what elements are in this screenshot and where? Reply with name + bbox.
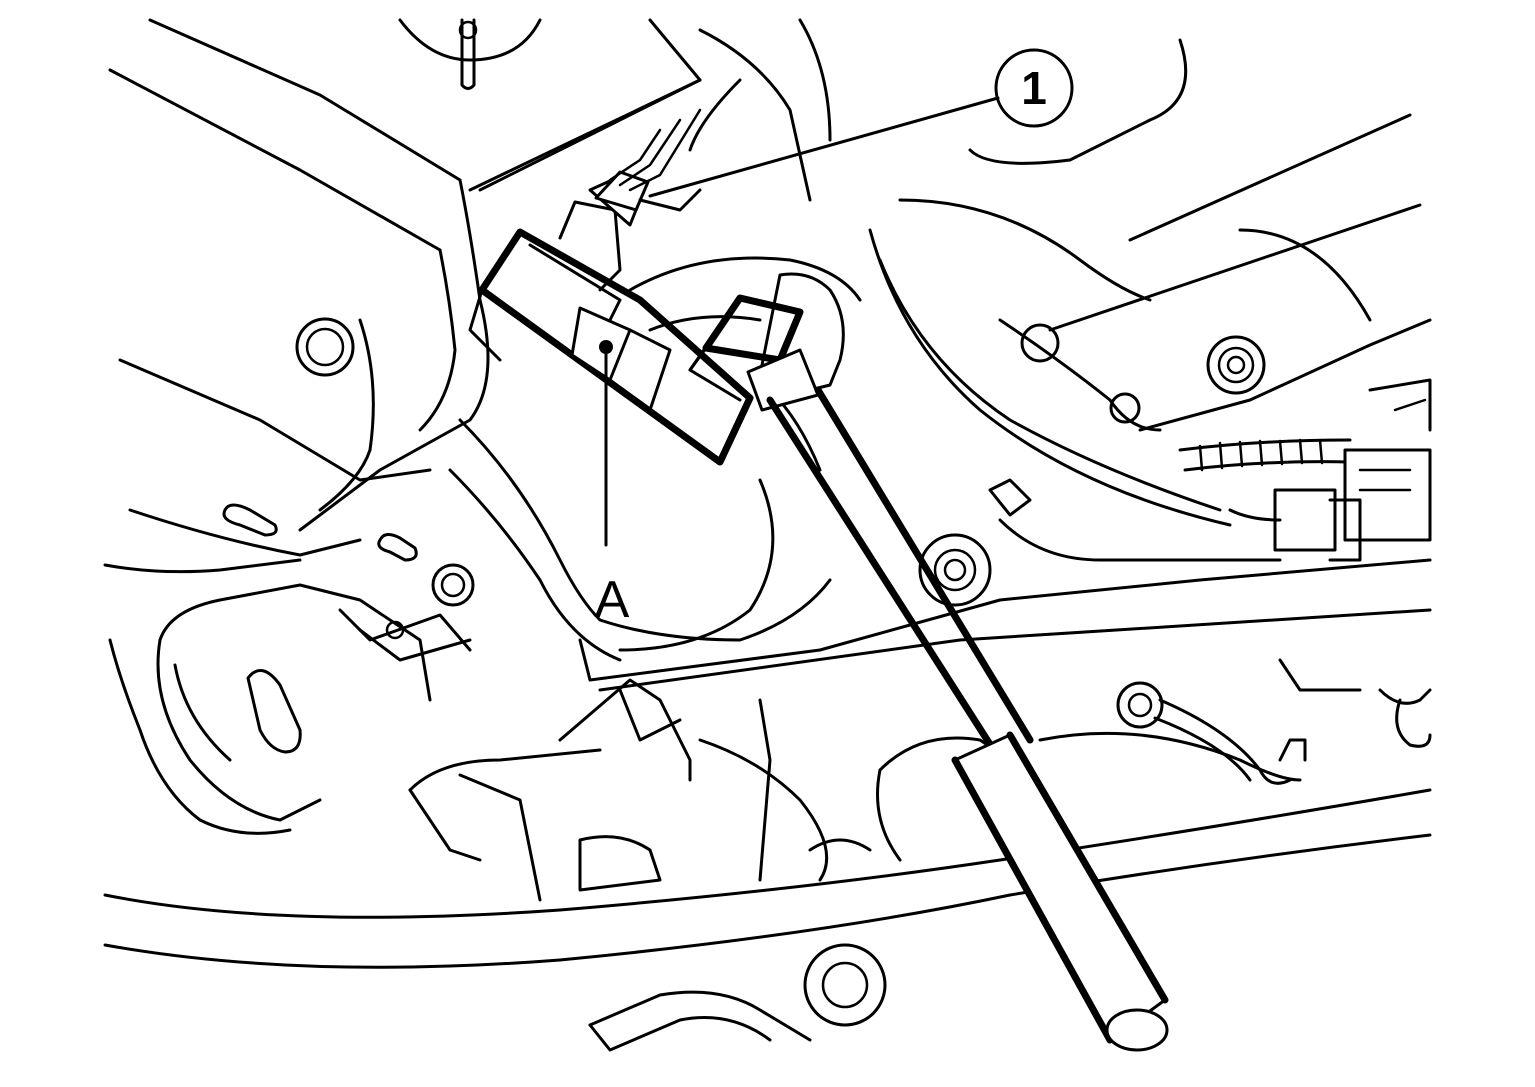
callout-1: 1 <box>648 48 1074 198</box>
body-panel-right <box>868 38 1432 527</box>
floor-edge <box>103 788 1432 1052</box>
lower-bracket-left <box>108 583 472 835</box>
upper-bracket <box>398 18 832 202</box>
body-panel-left <box>103 18 490 607</box>
wrench-tool <box>688 272 1169 1052</box>
callout-1-label: 1 <box>1021 62 1047 114</box>
wiring-harness <box>1178 438 1432 562</box>
callout-a: A <box>595 340 630 629</box>
sensor-a <box>468 108 754 466</box>
lower-components <box>408 658 1432 902</box>
callout-a-label: A <box>595 571 630 629</box>
